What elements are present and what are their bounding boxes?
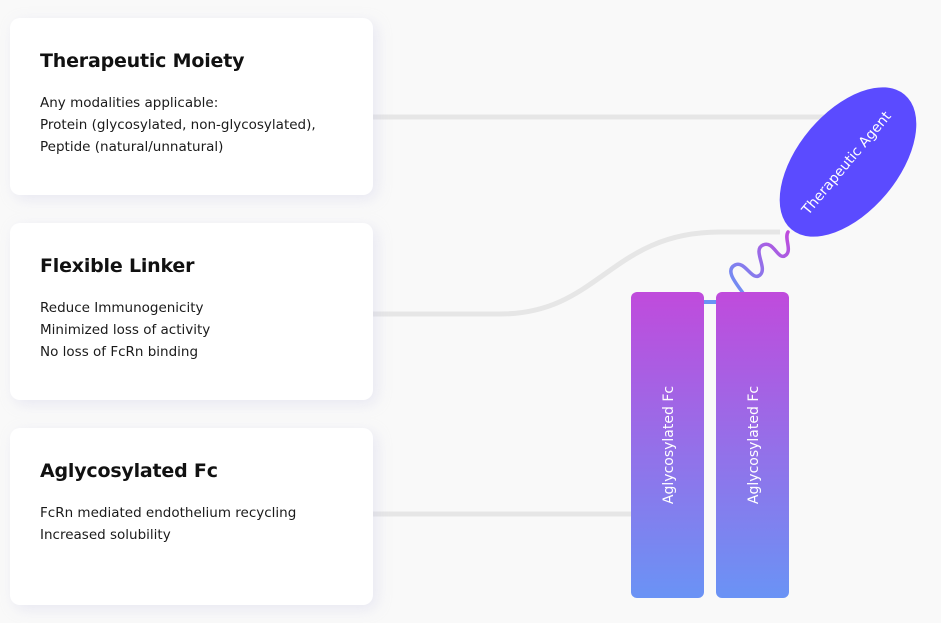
- card-line: Minimized loss of activity: [40, 322, 211, 338]
- fc-chain-right: [716, 292, 789, 598]
- card-line: Protein (glycosylated, non-glycosylated)…: [40, 117, 316, 133]
- card-line: Any modalities applicable:: [40, 95, 219, 111]
- card-therapeutic-moiety: Therapeutic Moiety Any modalities applic…: [10, 18, 373, 195]
- card-title: Flexible Linker: [40, 255, 195, 277]
- card-title: Aglycosylated Fc: [40, 460, 218, 482]
- card-line: Reduce Immunogenicity: [40, 300, 204, 316]
- card-line: No loss of FcRn binding: [40, 344, 199, 360]
- card-line: Peptide (natural/unnatural): [40, 139, 224, 155]
- card-flexible-linker: Flexible Linker Reduce Immunogenicity Mi…: [10, 223, 373, 400]
- fc-chain-left: [631, 292, 704, 598]
- therapeutic-agent: [779, 87, 917, 237]
- connector-linker: [370, 229, 780, 317]
- flexible-linker-squiggle: [729, 230, 791, 295]
- fc-left-label: Aglycosylated Fc: [661, 386, 677, 504]
- fc-right-label: Aglycosylated Fc: [746, 386, 762, 504]
- card-aglycosylated-fc: Aglycosylated Fc FcRn mediated endotheli…: [10, 428, 373, 605]
- card-title: Therapeutic Moiety: [40, 50, 245, 72]
- card-line: Increased solubility: [40, 527, 171, 543]
- card-line: FcRn mediated endothelium recycling: [40, 505, 297, 521]
